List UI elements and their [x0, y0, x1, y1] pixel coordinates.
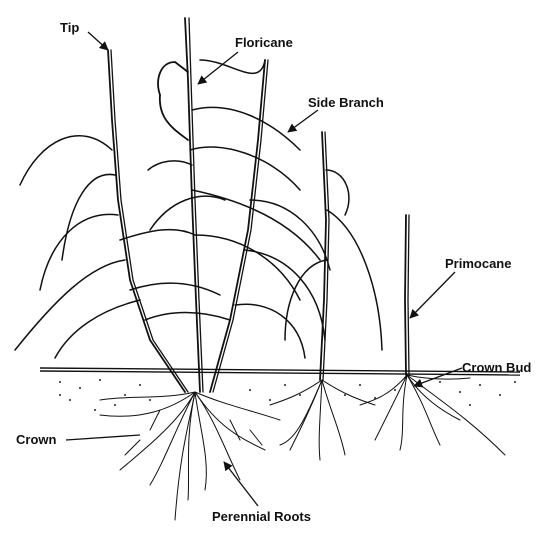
ground — [40, 368, 520, 411]
label-side-branch: Side Branch — [308, 95, 384, 110]
label-perennial-roots: Perennial Roots — [212, 509, 311, 524]
primocane-crown-roots — [360, 375, 505, 455]
label-tip: Tip — [60, 20, 79, 35]
main-crown-roots — [100, 392, 280, 520]
arrow-tip — [88, 32, 108, 50]
soil-stipple — [59, 379, 516, 411]
label-primocane: Primocane — [445, 256, 511, 271]
root-systems — [100, 375, 505, 520]
middle-crown-roots — [270, 380, 375, 460]
label-crown-bud: Crown Bud — [462, 360, 531, 375]
side-branches — [15, 60, 330, 358]
arrow-crown — [66, 435, 140, 440]
label-floricane: Floricane — [235, 35, 293, 50]
arrow-primocane — [410, 272, 455, 318]
arrow-perennial-roots — [224, 462, 258, 506]
primocane-cane — [405, 215, 409, 375]
arrow-side-branch — [288, 110, 318, 132]
label-crown: Crown — [16, 432, 57, 447]
middle-plant-canes — [285, 132, 382, 380]
